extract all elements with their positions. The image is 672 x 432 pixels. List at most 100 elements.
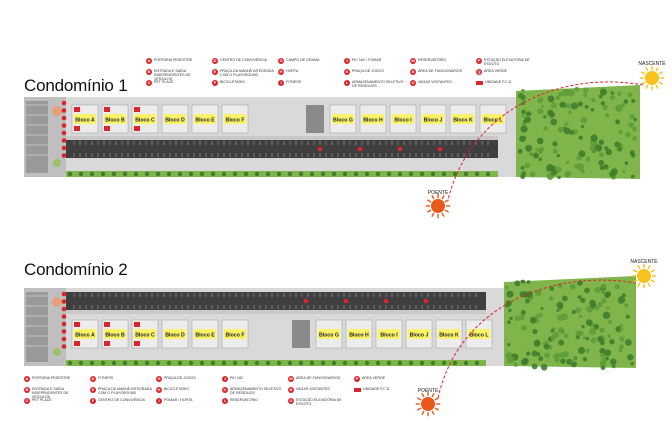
forest-tree	[525, 111, 531, 117]
forest-tree	[561, 88, 569, 96]
garden-strip	[66, 360, 486, 366]
site-marker	[61, 100, 67, 106]
forest-tree	[533, 152, 539, 159]
tree	[408, 171, 414, 177]
tree	[232, 171, 238, 177]
forest-tree	[506, 356, 514, 364]
road-connector	[292, 320, 310, 348]
forest-tree	[584, 104, 589, 109]
tree	[375, 171, 381, 177]
forest-tree	[576, 163, 585, 171]
forest-tree	[558, 352, 565, 359]
forest-tree	[508, 308, 512, 313]
forest-tree	[522, 114, 526, 118]
forest-tree	[507, 342, 511, 347]
legend-item: UNIDADE P.C.D.	[354, 387, 416, 392]
forest-tree	[556, 153, 561, 158]
tree	[100, 171, 106, 177]
forest-tree	[574, 86, 580, 92]
forest-tree	[519, 135, 526, 143]
forest-tree	[524, 162, 531, 169]
sun-ray	[645, 67, 649, 72]
sunrise-label: NASCENTE	[638, 61, 666, 67]
sun-ray	[647, 265, 651, 270]
legend-marker: I	[278, 80, 284, 86]
block-label: Bloco C	[135, 118, 155, 124]
block-label: Bloco L	[483, 118, 503, 124]
legend-label: PORTARIA PEDESTRE	[154, 58, 193, 62]
forest-tree	[525, 144, 533, 152]
sun-arc	[447, 81, 644, 201]
tree	[232, 360, 238, 366]
site-marker	[61, 336, 67, 342]
tree	[375, 360, 381, 366]
site-marker	[61, 344, 67, 349]
tree	[155, 360, 161, 366]
block-label: Bloco I	[394, 118, 412, 124]
forest-tree	[572, 357, 577, 361]
forest-tree	[611, 364, 616, 369]
pcd-unit	[134, 341, 140, 346]
forest-tree	[598, 94, 603, 99]
sun-ray	[633, 279, 638, 283]
forest-tree	[599, 165, 605, 171]
site-marker	[303, 298, 309, 304]
forest-tree	[524, 298, 530, 304]
pcd-unit-marker	[354, 388, 361, 392]
tree	[133, 360, 139, 366]
pet-place	[53, 348, 61, 356]
forest-tree	[544, 352, 550, 359]
forest-tree	[580, 297, 586, 303]
forest-tree	[520, 309, 526, 315]
block-label: Bloco I	[380, 333, 398, 339]
forest-tree	[514, 316, 520, 322]
forest-tree	[577, 346, 586, 355]
legend-label: VAGAS VISITANTES	[418, 80, 452, 84]
sunset-label: POENTE	[418, 388, 439, 394]
sun-ray	[658, 71, 663, 75]
tree	[155, 171, 161, 177]
legend-marker: H	[278, 69, 284, 75]
block-label: Bloco G	[333, 118, 353, 124]
legend-marker: M	[410, 58, 416, 64]
block-label: Bloco F	[225, 118, 244, 124]
legend-label: UNIDADE P.C.D.	[485, 80, 513, 84]
block-label: Bloco L	[469, 333, 489, 339]
legend-label: PET PLACE	[154, 80, 174, 84]
legend-marker: L	[222, 398, 228, 404]
pcd-unit	[74, 107, 80, 112]
tree	[166, 171, 172, 177]
sun-ray	[650, 269, 655, 273]
legend-label: CENTRO DE CONVIVÊNCIA	[98, 398, 145, 402]
sun-ray	[444, 209, 449, 213]
forest-tree	[620, 103, 625, 108]
forest-tree	[600, 101, 605, 106]
forest-tree	[594, 305, 600, 311]
legend-label: UNIDADE P.C.D.	[363, 387, 391, 391]
legend-label: VAGAS VISITANTES	[296, 387, 330, 391]
forest-tree	[571, 359, 575, 363]
block-label: Bloco E	[195, 118, 215, 124]
legend-label: RESERVATÓRIO	[230, 398, 258, 402]
tree	[144, 171, 150, 177]
block-label: Bloco G	[319, 333, 339, 339]
forest-tree	[575, 307, 582, 314]
forest-tree	[575, 335, 580, 340]
building-label-bg	[194, 114, 216, 124]
block-label: Bloco E	[195, 333, 215, 339]
forest-tree	[537, 108, 544, 115]
tree	[463, 171, 469, 177]
forest-tree	[609, 339, 615, 345]
tree	[89, 171, 95, 177]
sun-ray	[441, 195, 445, 200]
forest-tree	[592, 98, 596, 102]
sun-ray	[421, 393, 425, 398]
